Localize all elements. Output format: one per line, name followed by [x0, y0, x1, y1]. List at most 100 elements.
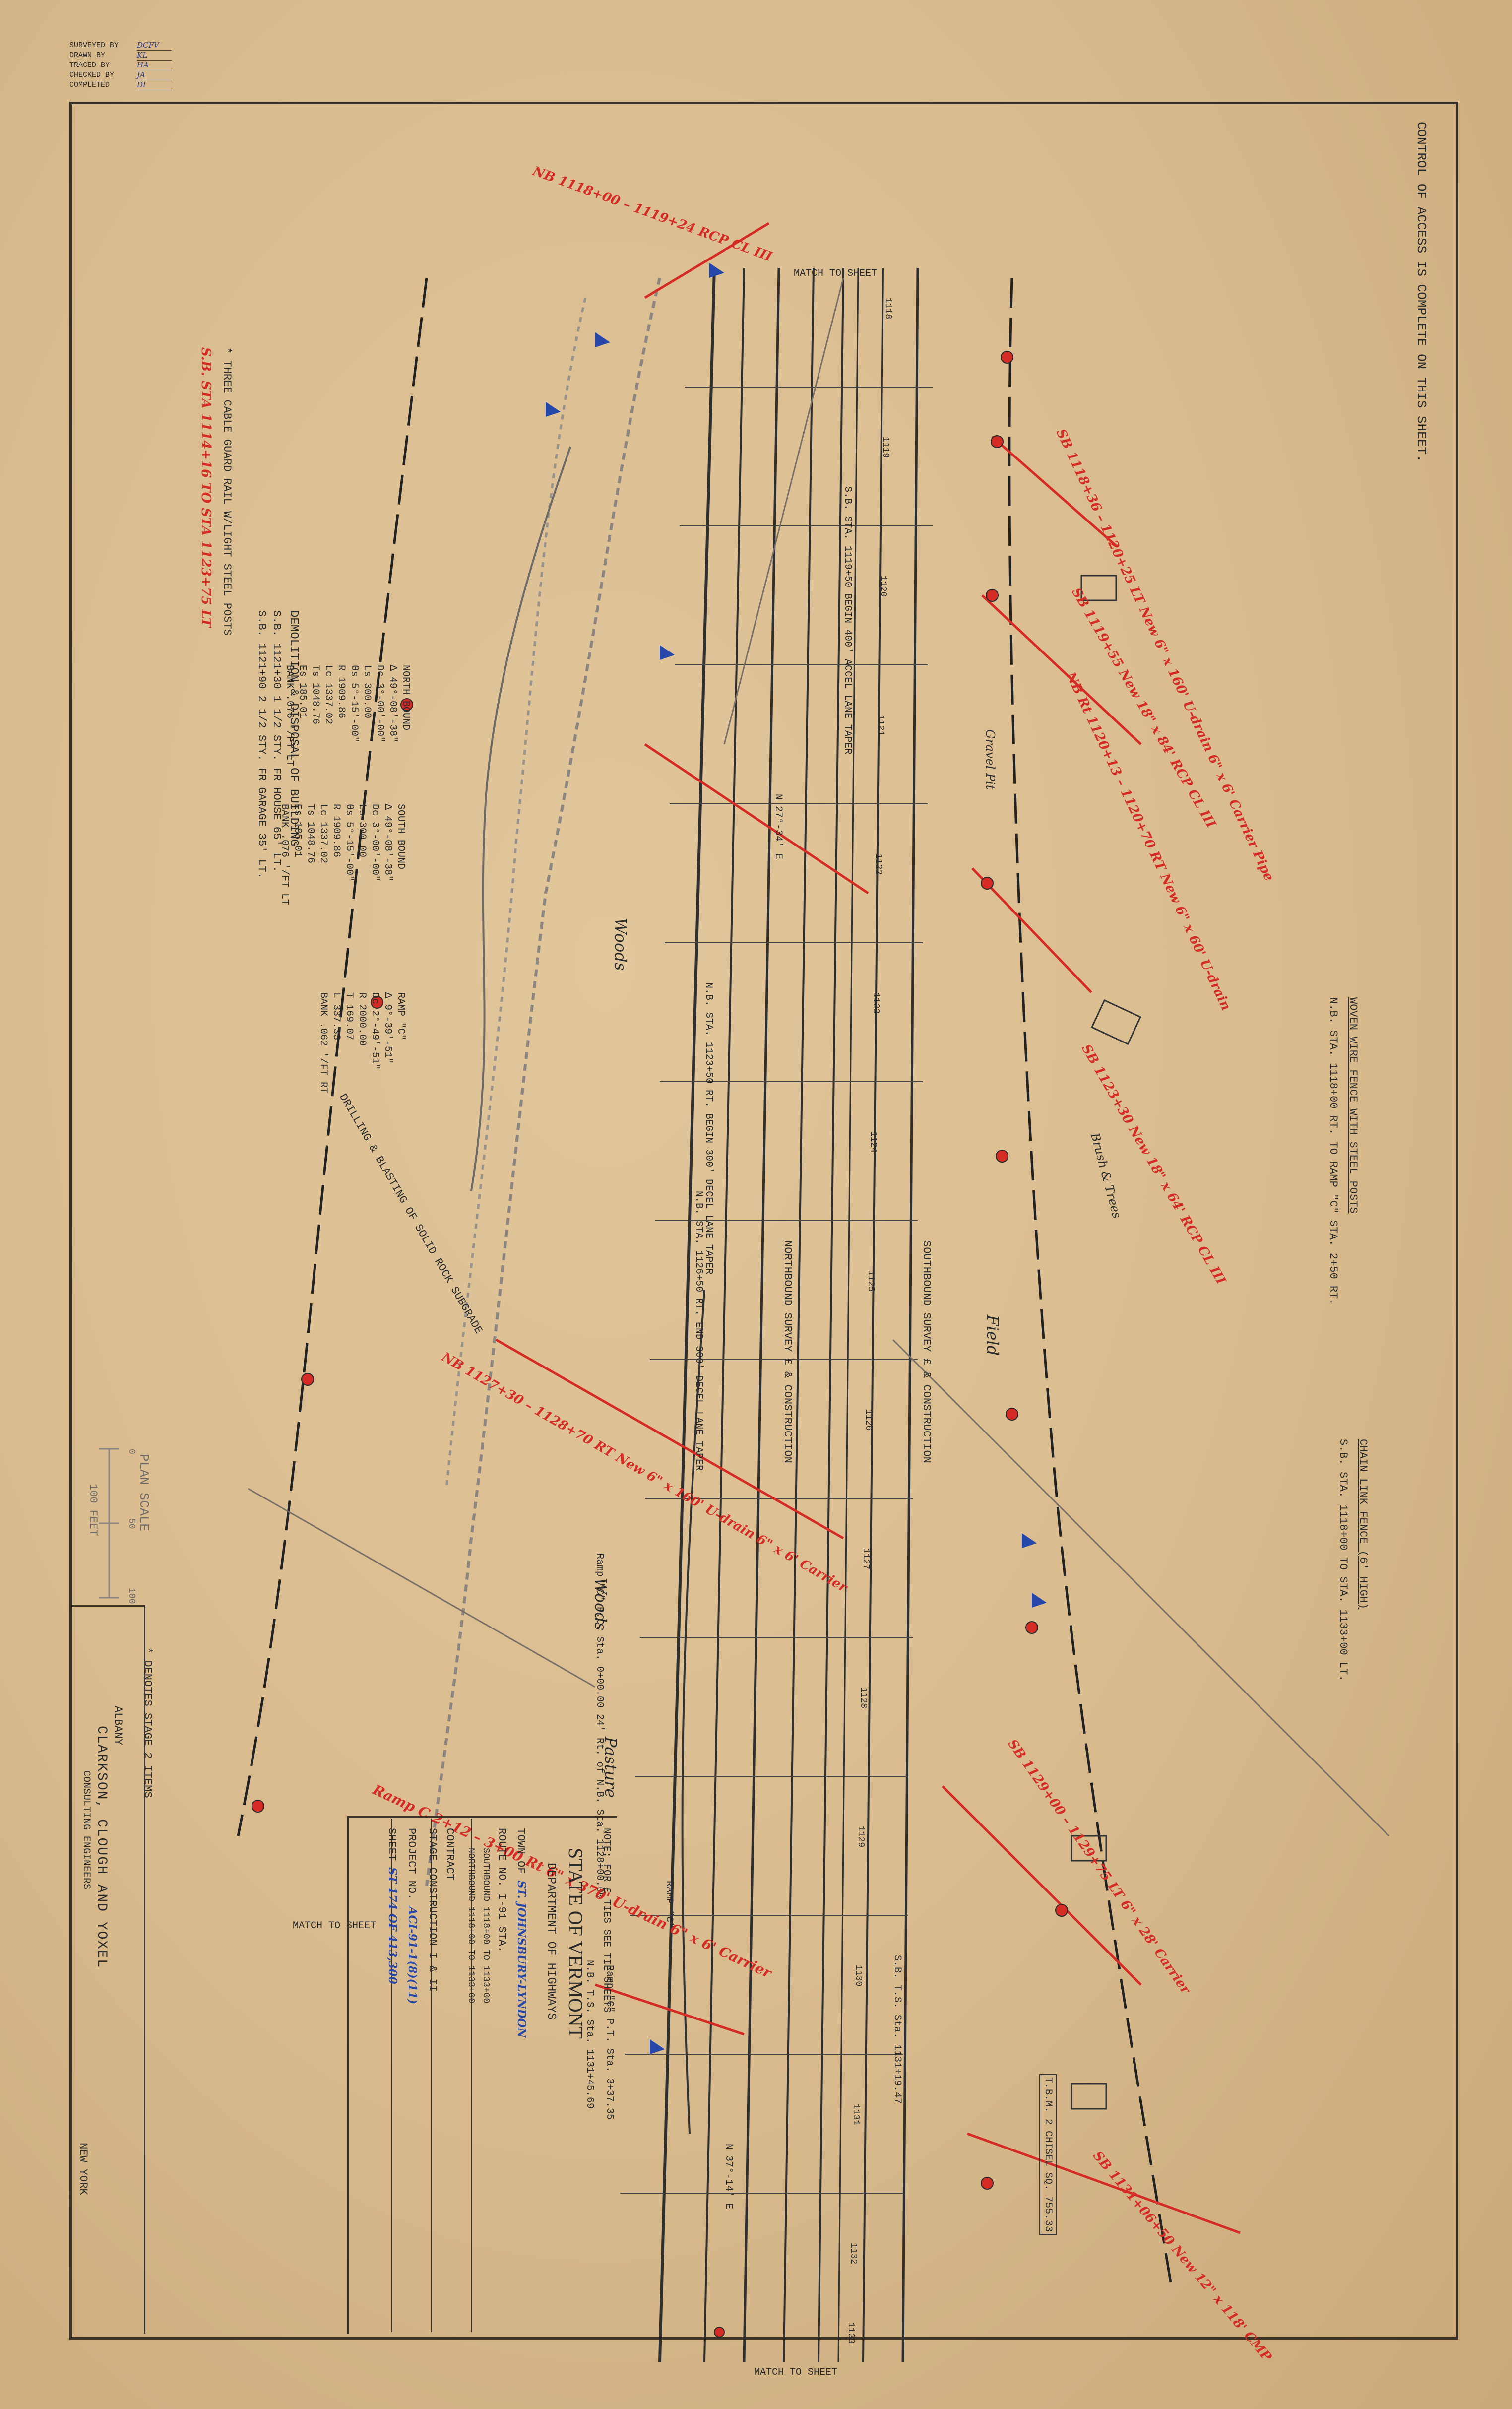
curve-row: Es 185.01 — [292, 804, 303, 858]
station-tick: 1123 — [871, 992, 881, 1014]
curve-heading: RAMP "C" — [395, 992, 406, 1041]
station-tick: 1122 — [873, 853, 883, 875]
credit-label: COMPLETED — [69, 81, 110, 89]
survey-points — [252, 351, 1068, 2338]
terrain-label: Field — [983, 1315, 1002, 1356]
accel-lane-taper-label: S.B. STA. 1119+50 BEGIN 400' ACCEL LANE … — [842, 486, 853, 755]
route-label: ROUTE NO. — [496, 1828, 508, 1887]
scale-tick-label: 50 — [126, 1518, 136, 1529]
state-title: STATE OF VERMONT — [565, 1848, 587, 2039]
plan-scale-bar — [99, 1448, 119, 1599]
town-value: ST. JOHNSBURY-LYNDON — [515, 1880, 528, 2038]
station-label: STA. — [496, 1926, 508, 1953]
traced-by-row: TRACED BY HA — [69, 61, 172, 70]
curve-row: Ts 1048.76 — [305, 804, 316, 864]
firm-city-right: NEW YORK — [77, 2143, 89, 2195]
sheet-number: ST 174 OF 413,300 — [386, 1867, 399, 1984]
town-row: TOWN OF ST. JOHNSBURY-LYNDON — [514, 1828, 528, 2038]
title-block-lines — [391, 1819, 472, 2332]
credit-label: DRAWN BY — [69, 51, 106, 60]
station-tick: 1131 — [851, 2104, 861, 2126]
station-tick: 1127 — [861, 1548, 871, 1570]
station-tick: 1124 — [868, 1131, 878, 1153]
credit-initials: DI — [137, 80, 172, 90]
terrain-label: Pasture — [601, 1737, 620, 1798]
curve-row: Ls 300.00 — [361, 665, 373, 719]
nb-row-line — [237, 277, 428, 1836]
station-tick: 1121 — [876, 715, 885, 736]
curve-row: T 169.07 — [343, 992, 355, 1041]
plan-scale-title: PLAN SCALE — [136, 1454, 151, 1532]
credit-label: TRACED BY — [69, 61, 110, 69]
tree-line — [445, 297, 587, 1489]
curve-row: θs 5°-15'-00" — [348, 665, 360, 743]
station-tick: 1133 — [846, 2322, 856, 2344]
terrain-label: Gravel Pit — [983, 729, 997, 790]
northbound-range: NORTHBOUND 1118+00 TO 1133+00 — [466, 1848, 476, 2004]
woven-fence-title: WOVEN WIRE FENCE WITH STEEL POSTS — [1347, 997, 1359, 1214]
curve-row: BANK .076 '/FT LT — [279, 804, 290, 906]
completed-row: COMPLETED DI — [69, 80, 172, 90]
fence-lines — [248, 277, 1390, 1837]
engineer-firm-block: ALBANY CLARKSON, CLOUGH AND YOXEL CONSUL… — [69, 1605, 145, 2334]
credit-label: CHECKED BY — [69, 71, 115, 79]
curve-table-south: SOUTH BOUND Δ 49°-08'-38" Dc 3°-00'-00" … — [278, 804, 407, 905]
sb-row-line — [1008, 277, 1172, 2283]
curve-row: θs 5°-15'-00" — [343, 804, 355, 882]
title-block: NOTE: FOR £ TIES SEE TIE SHEETS STATE OF… — [347, 1816, 617, 2334]
station-tick: 1132 — [848, 2243, 858, 2265]
brook-line — [470, 446, 571, 1191]
stage-construction: STAGE CONSTRUCTION I & II — [426, 1828, 439, 1992]
bearing-label: N 37°-14' E — [723, 2144, 734, 2210]
credit-initials: KL — [137, 51, 172, 61]
station-tick: 1118 — [883, 298, 893, 320]
sb-ts-label: S.B. T.S. Sta. 1131+19.47 — [891, 1955, 903, 2104]
station-tick: 1130 — [853, 1965, 863, 1987]
terrain-label: Woods — [611, 918, 630, 971]
curve-heading: SOUTH BOUND — [395, 804, 406, 870]
scale-tick-label: 100 — [126, 1588, 136, 1604]
town-label: TOWN OF — [514, 1828, 527, 1874]
match-line-top: MATCH TO SHEET — [794, 268, 878, 279]
firm-subtitle: CONSULTING ENGINEERS — [80, 1770, 92, 1890]
nb-survey-label: NORTHBOUND SURVEY £ & CONSTRUCTION — [781, 1240, 794, 1463]
terrain-label: Woods — [591, 1578, 610, 1631]
curve-row: Δ 9°-39'-51" — [382, 992, 393, 1064]
end-decel-label: N.B. STA. 1126+50 RT. END 300' DECEL LAN… — [693, 1191, 704, 1471]
sheet-row: SHEET ST 174 OF 413,300 — [385, 1828, 399, 1984]
tie-sheet-note: NOTE: FOR £ TIES SEE TIE SHEETS — [601, 1828, 612, 2013]
station-crosslines — [620, 387, 933, 2194]
project-number: ACI-91-1(8)(11) — [406, 1906, 419, 2005]
department-title: DEPARTMENT OF HIGHWAYS — [544, 1863, 558, 2020]
curve-row: Lc 1337.02 — [317, 804, 329, 864]
curve-row: BANK .062 '/FT RT — [317, 992, 329, 1094]
curve-row: Ls 300.00 — [356, 804, 368, 858]
section-markers — [546, 263, 1047, 2054]
station-tick: 1128 — [858, 1687, 868, 1709]
curve-table-north: NORTH BOUND Δ 49°-08'-38" Dc 3°-00'-00" … — [283, 665, 412, 766]
chain-fence-title: CHAIN LINK FENCE (6' HIGH) — [1357, 1439, 1369, 1610]
highway-lanes — [658, 267, 919, 2362]
station-tick: 1129 — [856, 1826, 866, 1848]
curve-row: Dc 3°-00'-00" — [369, 804, 380, 882]
contract-label: CONTRACT — [443, 1828, 456, 1881]
curve-row: Δ 49°-08'-38" — [387, 665, 398, 743]
guard-rail-note: * THREE CABLE GUARD RAIL W/LIGHT STEEL P… — [221, 347, 233, 636]
curve-row: L 337.33 — [330, 992, 342, 1041]
curve-row: Dc 2°-49'-51" — [369, 992, 380, 1070]
curve-row: R 2000.00 — [356, 992, 368, 1046]
project-label: PROJECT NO. — [405, 1828, 418, 1900]
credit-initials: HA — [137, 61, 172, 70]
station-tick: 1126 — [863, 1409, 873, 1431]
station-tick: 1119 — [881, 437, 890, 458]
buildings — [1071, 575, 1141, 2110]
curve-row: Dc 3°-00'-00" — [374, 665, 385, 743]
match-line-left: MATCH TO SHEET — [293, 1920, 377, 1932]
access-control-note: CONTROL OF ACCESS IS COMPLETE ON THIS SH… — [1414, 122, 1429, 462]
sheet-border — [69, 102, 1458, 2340]
sb-survey-label: SOUTHBOUND SURVEY £ & CONSTRUCTION — [920, 1240, 933, 1463]
